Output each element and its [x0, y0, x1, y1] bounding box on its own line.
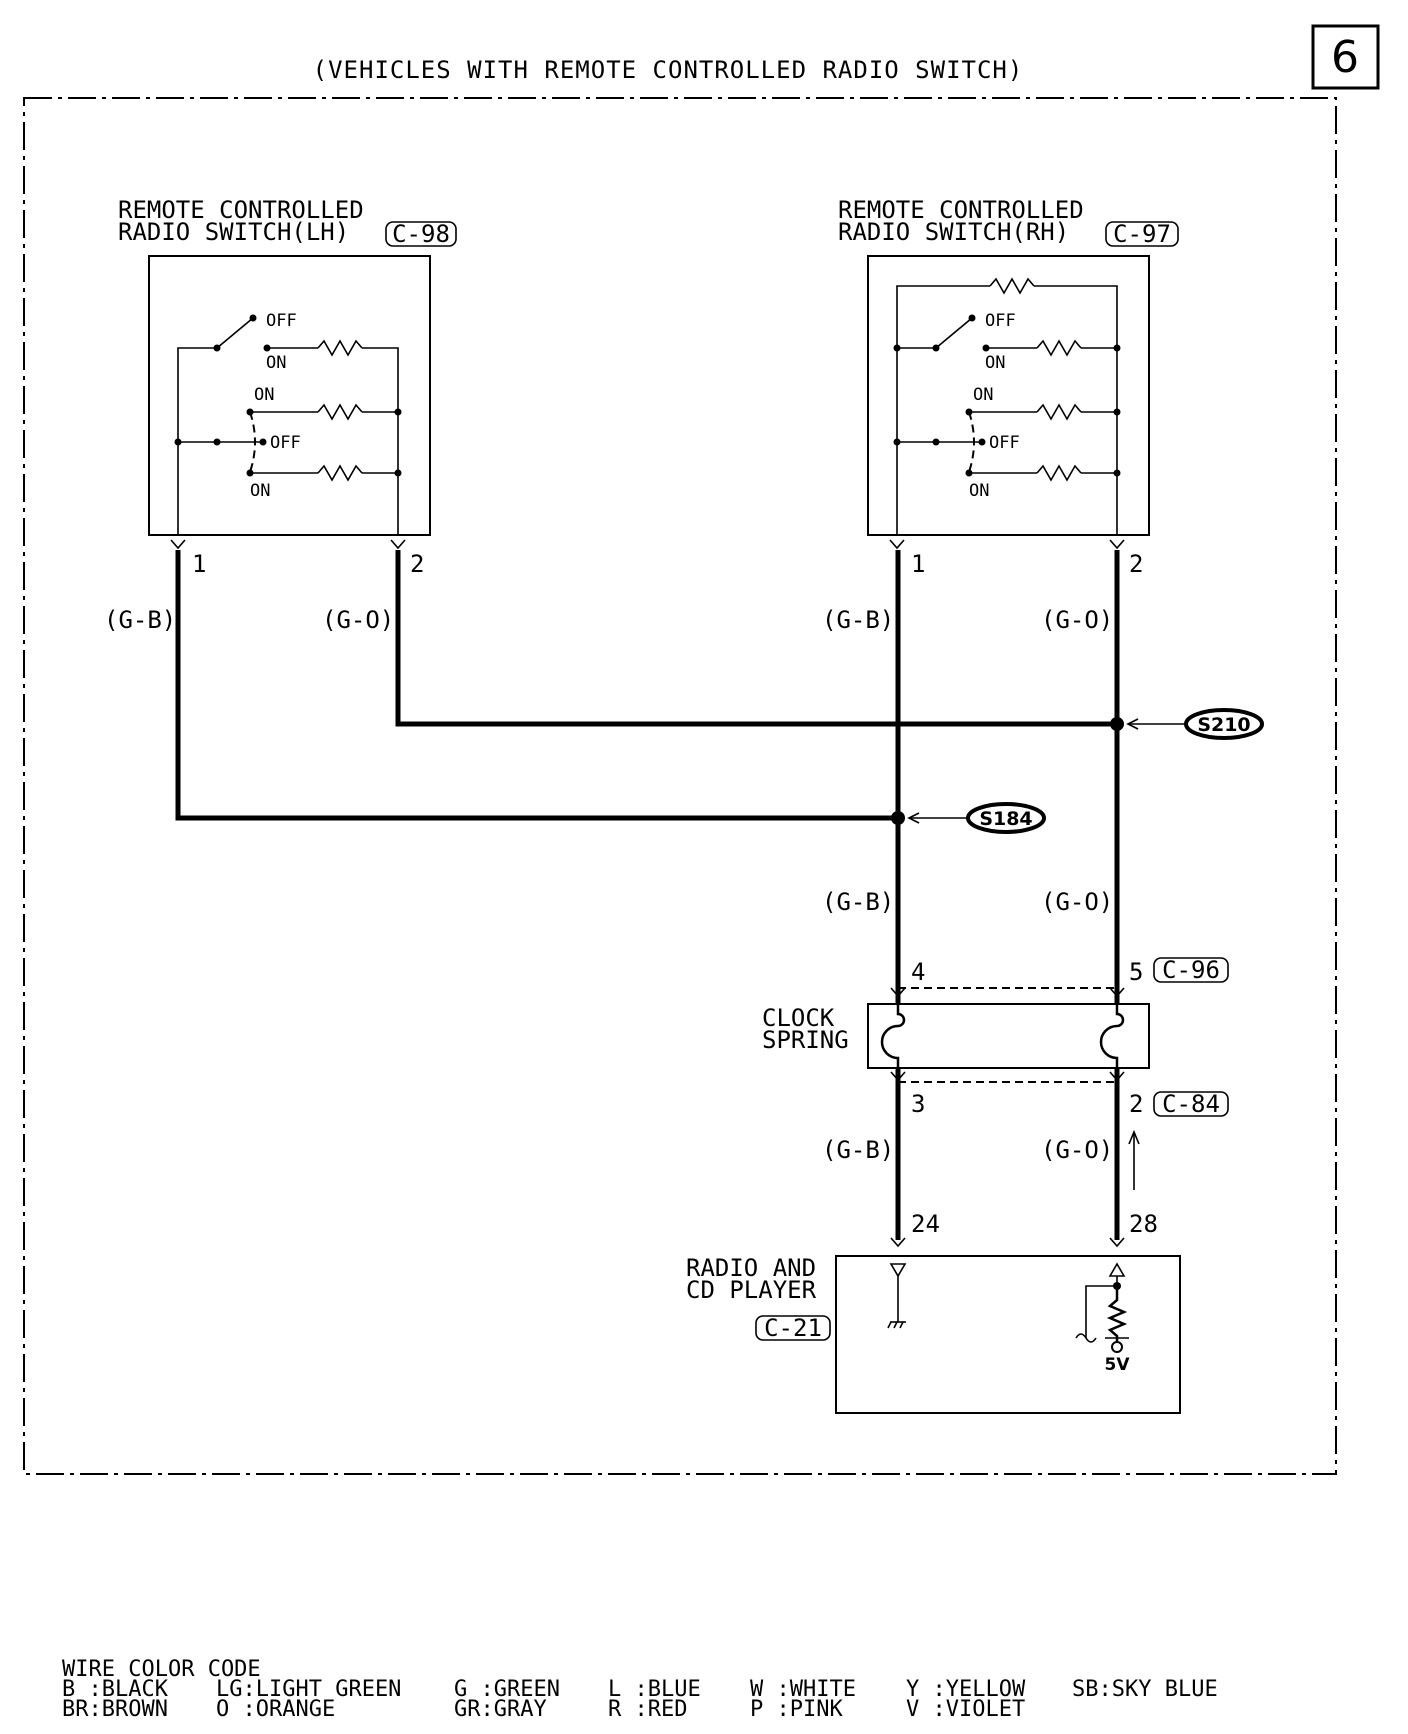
radio-connector: C-21	[764, 1314, 822, 1342]
switch-lh-top-on: ON	[266, 353, 286, 373]
radio-label-1: RADIO AND	[686, 1254, 816, 1282]
switch-rh-pin2-wire: (G-O)	[1041, 606, 1113, 634]
clock-spring-pin-5: 5	[1129, 958, 1143, 986]
legend-title: WIRE COLOR CODE	[62, 1657, 261, 1682]
switch-rh-label-1: REMOTE CONTROLLED	[838, 196, 1084, 224]
switch-lh-label-2: RADIO SWITCH(LH)	[118, 218, 349, 246]
mid-wire-left: (G-B)	[822, 888, 894, 916]
radio-label-2: CD PLAYER	[686, 1276, 817, 1304]
switch-lh-connector: C-98	[392, 220, 450, 248]
clock-spring: 4 5 C-96 CLOCK SPRING 3 2 C-84 (G-B) (G-…	[762, 956, 1229, 1190]
splice-s184-badge	[966, 802, 1046, 834]
radio-cd-player: 24 28 RADIO AND CD PLAYER C-21 5V	[686, 1210, 1181, 1414]
radio-box	[835, 1255, 1181, 1414]
switch-rh-mid-on: ON	[973, 385, 993, 405]
radio-connector-badge	[755, 1315, 831, 1341]
switch-rh-bot-on: ON	[969, 481, 989, 501]
radio-voltage: 5V	[1105, 1355, 1131, 1375]
wire-color-legend: WIRE COLOR CODE B :BLACK LG:LIGHT GREEN …	[62, 1657, 1218, 1722]
switch-lh-connector-badge	[385, 221, 457, 247]
legend-r1-sb: SB:SKY BLUE	[1072, 1677, 1218, 1702]
legend-r2-r: R :RED	[608, 1697, 687, 1722]
clock-spring-c96: C-96	[1162, 956, 1220, 984]
clock-spring-c84-badge	[1153, 1091, 1229, 1117]
switch-rh-top-off: OFF	[985, 311, 1016, 331]
legend-r1-lg: LG:LIGHT GREEN	[216, 1677, 401, 1702]
clock-spring-box	[867, 1003, 1150, 1069]
switch-lh-label-1: REMOTE CONTROLLED	[118, 196, 364, 224]
page-number-box	[1311, 24, 1380, 90]
switch-rh-pin2: 2	[1129, 550, 1143, 578]
clock-spring-pin-2: 2	[1129, 1090, 1143, 1118]
switch-lh-pin2: 2	[410, 550, 424, 578]
splice-s184: S184	[979, 808, 1032, 830]
switch-rh: REMOTE CONTROLLED RADIO SWITCH(RH) C-97 …	[822, 196, 1179, 634]
clock-spring-c96-badge	[1153, 957, 1229, 983]
lower-wire-left: (G-B)	[822, 1136, 894, 1164]
legend-r1-g: G :GREEN	[454, 1677, 560, 1702]
switch-rh-mid-off: OFF	[989, 433, 1020, 453]
switch-rh-connector-badge	[1105, 221, 1179, 247]
switch-lh-top-off: OFF	[266, 311, 297, 331]
legend-r1-y: Y :YELLOW	[906, 1677, 1026, 1702]
legend-r1-w: W :WHITE	[750, 1677, 856, 1702]
clock-spring-pin-3: 3	[911, 1090, 925, 1118]
legend-r1-l: L :BLUE	[608, 1677, 701, 1702]
clock-spring-label-1: CLOCK	[762, 1004, 835, 1032]
switch-rh-label-2: RADIO SWITCH(RH)	[838, 218, 1069, 246]
switch-lh-box	[148, 255, 431, 536]
diagram-frame	[23, 97, 1337, 1475]
splice-s210-badge	[1184, 708, 1264, 740]
radio-pin-24: 24	[911, 1210, 940, 1238]
legend-r1-b: B :BLACK	[62, 1677, 169, 1702]
clock-spring-pin-4: 4	[911, 958, 925, 986]
switch-rh-pin1-wire: (G-B)	[822, 606, 894, 634]
legend-r2-o: O :ORANGE	[216, 1697, 335, 1722]
mid-wire-right: (G-O)	[1041, 888, 1113, 916]
switch-lh-mid-on: ON	[254, 385, 274, 405]
lower-wire-right: (G-O)	[1041, 1136, 1113, 1164]
switch-lh: REMOTE CONTROLLED RADIO SWITCH(LH) C-98 …	[104, 196, 457, 634]
radio-pin-28: 28	[1129, 1210, 1158, 1238]
switch-rh-pin1: 1	[911, 550, 925, 578]
wire-lh-pin1	[175, 550, 898, 821]
switch-lh-pin2-wire: (G-O)	[322, 606, 394, 634]
clock-spring-label-2: SPRING	[762, 1026, 849, 1054]
switch-rh-box	[867, 255, 1150, 536]
wire-lh-pin2	[395, 550, 1117, 727]
main-wiring: S210 S184 (G-B) (G-O)	[175, 550, 1264, 1240]
legend-r2-gr: GR:GRAY	[454, 1697, 547, 1722]
legend-r2-p: P :PINK	[750, 1697, 843, 1722]
switch-lh-pin1-wire: (G-B)	[104, 606, 176, 634]
switch-lh-pin1: 1	[192, 550, 206, 578]
switch-rh-top-on: ON	[985, 353, 1005, 373]
switch-lh-bot-on: ON	[250, 481, 270, 501]
switch-lh-mid-off: OFF	[270, 433, 301, 453]
page-number: 6	[1331, 32, 1359, 83]
switch-rh-connector: C-97	[1113, 220, 1171, 248]
diagram-title: (VEHICLES WITH REMOTE CONTROLLED RADIO S…	[313, 56, 1024, 84]
splice-s210: S210	[1197, 714, 1250, 736]
legend-r2-v: V :VIOLET	[906, 1697, 1025, 1722]
clock-spring-c84: C-84	[1162, 1090, 1220, 1118]
legend-r2-br: BR:BROWN	[62, 1697, 168, 1722]
